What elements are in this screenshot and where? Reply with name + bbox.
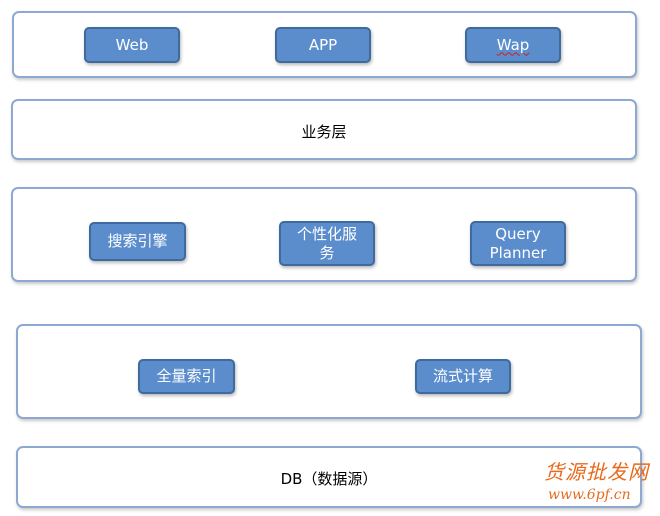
node-web-label: Web [115,35,149,54]
node-query-planner-label: Query Planner [489,224,547,262]
layer-business: 业务层 [11,99,637,160]
node-wap-label: Wap [496,35,530,54]
node-personalization: 个性化服务 [279,221,375,266]
node-wap: Wap [465,27,561,63]
layer-compute: 全量索引 流式计算 [16,324,642,419]
data-layer-label: DB（数据源） [280,470,378,488]
node-full-index-label: 全量索引 [156,367,217,385]
node-stream-compute: 流式计算 [415,359,511,394]
node-query-planner: Query Planner [470,221,566,266]
watermark-title: 货源批发网 [544,460,649,484]
layer-service: 搜索引擎 个性化服务 Query Planner [11,187,637,282]
node-app-label: APP [308,35,338,54]
layer-data: DB（数据源） [16,446,642,508]
node-stream-compute-label: 流式计算 [432,367,493,385]
layer-client: Web APP Wap [12,11,637,78]
watermark-url: www.6pf.cn [548,487,631,503]
node-personalization-label: 个性化服务 [296,224,357,262]
node-app: APP [275,27,371,63]
node-search-engine: 搜索引擎 [89,222,186,261]
node-full-index: 全量索引 [138,359,235,394]
business-layer-label: 业务层 [301,123,347,141]
node-web: Web [84,27,180,63]
node-search-engine-label: 搜索引擎 [107,232,168,250]
